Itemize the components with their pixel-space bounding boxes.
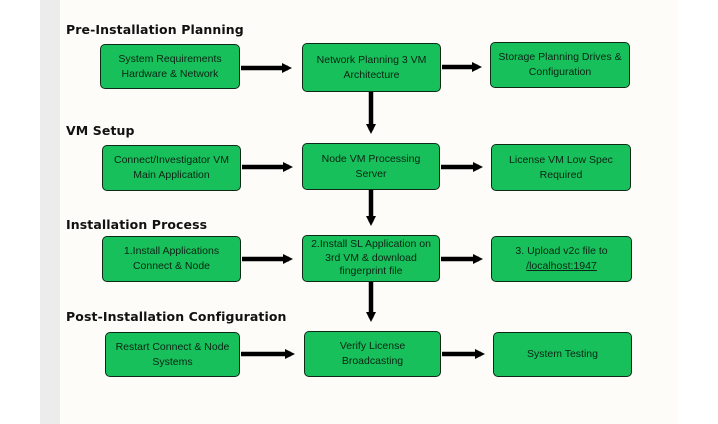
node-storage-planning: Storage Planning Drives & Configuration (490, 42, 630, 88)
node-text-line: Server (355, 167, 387, 180)
node-text-line: Storage Planning Drives & (498, 51, 622, 64)
node-text-line: Network Planning 3 VM (316, 53, 427, 66)
node-text-line: Required (539, 168, 583, 181)
node-text-line: 2.Install SL Application on (311, 238, 431, 251)
node-text-line: License VM Low Spec (509, 153, 613, 166)
node-text-line: Verify License (339, 340, 406, 353)
node-text-line: System Requirements (118, 52, 222, 65)
node-text-line: System Testing (526, 348, 598, 361)
section-title-post-installation: Post-Installation Configuration (66, 309, 287, 324)
node-text-line: Systems (152, 355, 193, 368)
node-text-line: Hardware & Network (121, 67, 219, 80)
node-upload-v2c: 3. Upload v2c file to/localhost:1947 (491, 236, 632, 282)
left-margin-strip (40, 0, 60, 424)
section-title-vm-setup: VM Setup (66, 123, 135, 138)
node-connect-investigator-vm: Connect/Investigator VM Main Application (102, 145, 241, 191)
node-text-line: Connect & Node (132, 260, 211, 272)
node-text-line: Broadcasting (341, 355, 404, 367)
node-text-line: Main Application (133, 169, 210, 181)
node-network-planning: Network Planning 3 VM Architecture (302, 43, 441, 92)
node-system-testing: System Testing (493, 332, 632, 377)
node-text-line: 1.Install Applications (123, 245, 220, 258)
node-text-line: Connect/Investigator VM (114, 154, 229, 167)
section-title-pre-installation: Pre-Installation Planning (66, 22, 244, 37)
localhost-link[interactable]: /localhost:1947 (526, 260, 597, 272)
node-text-line: fingerprint file (339, 265, 403, 278)
node-text-line: Configuration (528, 66, 592, 78)
node-text-line: Node VM Processing (321, 152, 421, 165)
node-text-line: 3rd VM & download (325, 251, 417, 264)
node-text-line: Restart Connect & Node (115, 340, 230, 353)
node-text-line: Architecture (343, 68, 400, 81)
section-title-installation-process: Installation Process (66, 217, 208, 232)
node-text-line: 3. Upload v2c file to (515, 245, 608, 258)
